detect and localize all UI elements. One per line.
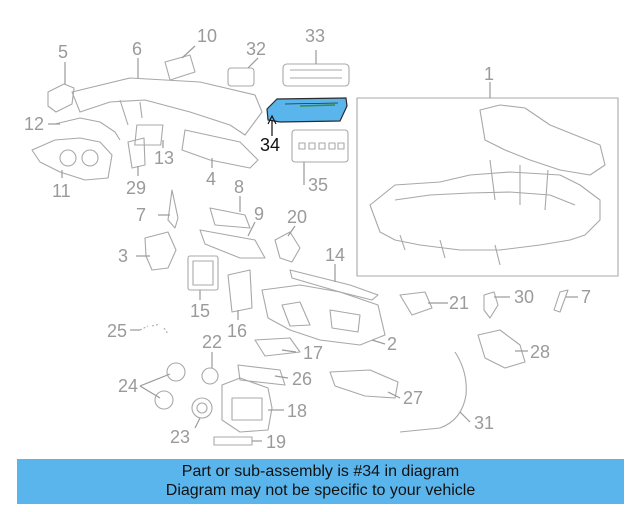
part-12 bbox=[54, 117, 121, 141]
callout-labels: 1 2 3 4 5 6 7 7 8 9 10 11 12 13 14 15 16… bbox=[24, 26, 591, 452]
info-banner: Part or sub-assembly is #34 in diagram D… bbox=[17, 459, 624, 504]
part-8 bbox=[209, 207, 251, 229]
callout-18[interactable]: 18 bbox=[287, 401, 307, 421]
part-15 bbox=[187, 255, 219, 291]
part-3 bbox=[144, 231, 177, 271]
part-19 bbox=[213, 436, 253, 446]
part-23-inner bbox=[196, 402, 208, 414]
callout-3[interactable]: 3 bbox=[118, 246, 128, 266]
callout-20[interactable]: 20 bbox=[287, 207, 307, 227]
callout-21[interactable]: 21 bbox=[449, 293, 469, 313]
part-13 bbox=[134, 124, 164, 146]
part-7-left bbox=[167, 189, 179, 229]
callout-5[interactable]: 5 bbox=[58, 42, 68, 62]
part-16 bbox=[227, 269, 253, 313]
callout-29[interactable]: 29 bbox=[126, 178, 146, 198]
callout-16[interactable]: 16 bbox=[227, 321, 247, 341]
callout-9[interactable]: 9 bbox=[254, 204, 264, 224]
callout-26[interactable]: 26 bbox=[292, 369, 312, 389]
callout-34[interactable]: 34 bbox=[260, 135, 280, 155]
part-31 bbox=[399, 351, 467, 433]
part-5 bbox=[47, 83, 75, 113]
callout-4[interactable]: 4 bbox=[206, 169, 216, 189]
callout-15[interactable]: 15 bbox=[190, 301, 210, 321]
callout-1[interactable]: 1 bbox=[484, 64, 494, 84]
part-20 bbox=[274, 231, 301, 263]
callout-22[interactable]: 22 bbox=[202, 332, 222, 352]
part-14 bbox=[289, 269, 379, 301]
parts-diagram: 1 2 3 4 5 6 7 7 8 9 10 11 12 13 14 15 16… bbox=[24, 26, 619, 452]
part-6-detail bbox=[119, 99, 143, 126]
callout-13[interactable]: 13 bbox=[154, 148, 174, 168]
part-1-frame-box bbox=[356, 97, 619, 277]
callout-11[interactable]: 11 bbox=[52, 181, 71, 201]
callout-19[interactable]: 19 bbox=[266, 432, 286, 452]
callout-25[interactable]: 25 bbox=[107, 321, 127, 341]
part-2-detail bbox=[281, 301, 361, 333]
callout-7-right[interactable]: 7 bbox=[581, 287, 591, 307]
callout-30[interactable]: 30 bbox=[514, 287, 534, 307]
part-11-gauge-left bbox=[59, 149, 77, 167]
callout-10[interactable]: 10 bbox=[197, 26, 217, 46]
callout-14[interactable]: 14 bbox=[325, 245, 345, 265]
callout-27[interactable]: 27 bbox=[403, 388, 423, 408]
part-10 bbox=[164, 54, 196, 81]
part-15-inner bbox=[192, 260, 214, 286]
callout-31[interactable]: 31 bbox=[474, 413, 494, 433]
callout-2[interactable]: 2 bbox=[387, 334, 397, 354]
part-24-upper bbox=[166, 362, 186, 382]
callout-12[interactable]: 12 bbox=[24, 114, 44, 134]
part-1-frame bbox=[369, 104, 606, 266]
callout-24[interactable]: 24 bbox=[118, 376, 138, 396]
part-21 bbox=[399, 291, 433, 316]
banner-line-2: Diagram may not be specific to your vehi… bbox=[165, 482, 476, 499]
part-18-inner bbox=[231, 397, 263, 421]
part-18 bbox=[221, 377, 273, 433]
part-25 bbox=[139, 323, 169, 335]
callout-8[interactable]: 8 bbox=[234, 177, 244, 197]
part-7-right bbox=[553, 289, 569, 313]
callout-28[interactable]: 28 bbox=[530, 342, 550, 362]
part-22 bbox=[201, 367, 219, 385]
part-26 bbox=[237, 364, 286, 386]
part-35-switch-panel bbox=[291, 129, 349, 163]
part-2 bbox=[261, 284, 386, 346]
callout-23[interactable]: 23 bbox=[170, 427, 190, 447]
part-17 bbox=[254, 337, 301, 357]
part-32 bbox=[227, 67, 255, 87]
part-6 bbox=[71, 77, 263, 136]
callout-33[interactable]: 33 bbox=[305, 26, 325, 46]
part-11-gauge-right bbox=[81, 149, 99, 167]
part-24-lower bbox=[154, 390, 174, 410]
part-28 bbox=[477, 329, 526, 369]
callout-35[interactable]: 35 bbox=[308, 175, 328, 195]
callout-32[interactable]: 32 bbox=[246, 39, 266, 59]
part-33-vent bbox=[282, 63, 350, 87]
part-11 bbox=[31, 137, 113, 181]
banner-line-1: Part or sub-assembly is #34 in diagram bbox=[181, 463, 460, 480]
callout-7-left[interactable]: 7 bbox=[136, 205, 146, 225]
callout-6[interactable]: 6 bbox=[132, 39, 142, 59]
leader-lines bbox=[48, 45, 578, 442]
part-27 bbox=[329, 369, 399, 399]
part-30 bbox=[483, 291, 499, 319]
part-29 bbox=[127, 137, 146, 169]
part-34-highlighted bbox=[266, 97, 348, 123]
callout-17[interactable]: 17 bbox=[303, 343, 323, 363]
part-4 bbox=[181, 129, 259, 169]
part-9 bbox=[199, 229, 266, 259]
part-23 bbox=[191, 397, 213, 419]
